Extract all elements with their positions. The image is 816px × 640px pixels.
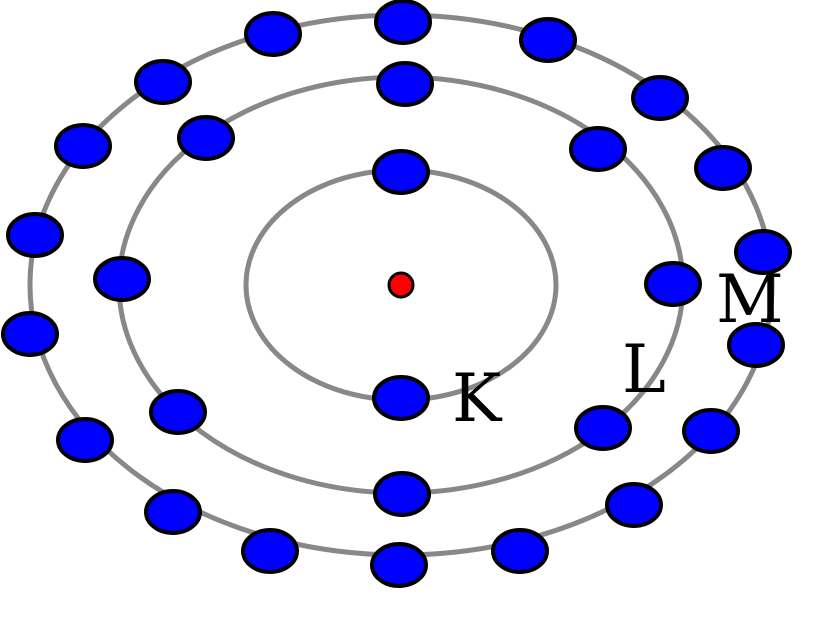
shell-label-m: M (716, 261, 784, 338)
electron-icon (54, 123, 112, 169)
electron-icon (372, 375, 430, 421)
electron-icon (682, 408, 740, 454)
electron-icon (244, 11, 302, 57)
electron-icon (6, 212, 64, 258)
electron-icon (134, 59, 192, 105)
electron-icon (734, 229, 792, 275)
electron-icon (631, 75, 689, 121)
shell-label-l: L (622, 331, 666, 408)
electron-icon (569, 126, 627, 172)
electron-icon (694, 145, 752, 191)
electron-icon (574, 405, 632, 451)
nucleus-dot-icon (387, 271, 415, 299)
electron-icon (374, 0, 432, 45)
electron-icon (370, 542, 428, 588)
electron-icon (56, 417, 114, 463)
electron-icon (93, 256, 151, 302)
electron-icon (241, 528, 299, 574)
electron-icon (372, 149, 430, 195)
electron-icon (373, 471, 431, 517)
electron-icon (177, 115, 235, 161)
electron-icon (376, 61, 434, 107)
electron-icon (644, 261, 702, 307)
electron-icon (605, 482, 663, 528)
electron-icon (491, 528, 549, 574)
electron-icon (1, 311, 59, 357)
electron-icon (519, 17, 577, 63)
shell-label-k: K (452, 360, 503, 437)
electrons (1, 0, 792, 588)
electron-icon (149, 389, 207, 435)
electron-icon (144, 489, 202, 535)
electron-icon (727, 322, 785, 368)
